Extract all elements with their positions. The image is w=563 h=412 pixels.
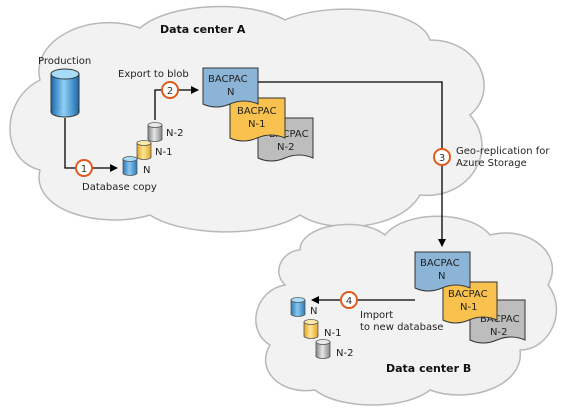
db-copy-n1-label: N-1 [155, 147, 172, 158]
db-restored-n-label: N [310, 306, 317, 317]
bacpac-n-doc-icon [202, 67, 259, 108]
svg-text:2: 2 [167, 86, 173, 97]
datacenter-b-title: Data center B [386, 362, 471, 375]
db-copy-n-label: N [143, 165, 150, 176]
datacenter-b-cloud [255, 215, 558, 406]
bacpac-a-n1-version: N-1 [248, 119, 265, 130]
svg-text:3: 3 [439, 153, 445, 164]
db-restored-n2-label: N-2 [336, 348, 353, 359]
bacpac-b-n1-name: BACPAC [448, 289, 488, 300]
db-copy-n2-label: N-2 [166, 128, 183, 139]
db-restored-n-icon [290, 297, 306, 317]
db-restored-n1-icon [303, 319, 319, 339]
db-copy-n1-icon [136, 140, 152, 160]
geo-replication-arrow [258, 81, 446, 247]
bacpac-b-n1-version: N-1 [460, 302, 477, 313]
db-restored-n1-label: N-1 [324, 328, 341, 339]
db-copy-n2-icon [147, 122, 163, 142]
datacenter-a-title: Data center A [160, 23, 246, 36]
step-2-label: Export to blob [118, 69, 189, 80]
bacpac-a-n-version: N [227, 87, 234, 98]
production-database-icon [50, 68, 80, 118]
bacpac-a-n2-version: N-2 [277, 142, 294, 153]
production-label: Production [38, 56, 91, 67]
svg-text:1: 1 [81, 164, 87, 175]
bacpac-b-n-doc-icon [414, 251, 471, 292]
bacpac-b-n2-version: N-2 [490, 327, 507, 338]
step-3-badge: 3 [433, 148, 451, 166]
step-1-badge: 1 [75, 159, 93, 177]
step-3-label-line1: Geo-replication for [456, 146, 550, 157]
step-2-badge: 2 [161, 81, 179, 99]
export-to-blob-arrow [154, 86, 199, 120]
production-to-copy-arrow [64, 118, 118, 172]
svg-text:4: 4 [346, 296, 352, 307]
bacpac-n1-doc-icon [229, 97, 286, 142]
bacpac-b-n-version: N [438, 271, 445, 282]
bacpac-b-n-name: BACPAC [420, 258, 460, 269]
step-4-label-line1: Import [360, 310, 393, 321]
bacpac-a-n-name: BACPAC [208, 74, 248, 85]
step-4-label-line2: to new database [360, 322, 443, 333]
step-1-label: Database copy [82, 182, 157, 193]
db-restored-n2-icon [315, 339, 331, 359]
db-copy-n-icon [122, 156, 138, 176]
bacpac-a-n1-name: BACPAC [237, 106, 277, 117]
bacpac-b-n1-doc-icon [442, 281, 498, 324]
step-3-label-line2: Azure Storage [456, 158, 527, 169]
bacpac-a-n2-name: BACPAC [269, 129, 309, 140]
bacpac-b-n2-name: BACPAC [480, 314, 520, 325]
step-4-badge: 4 [340, 291, 358, 309]
